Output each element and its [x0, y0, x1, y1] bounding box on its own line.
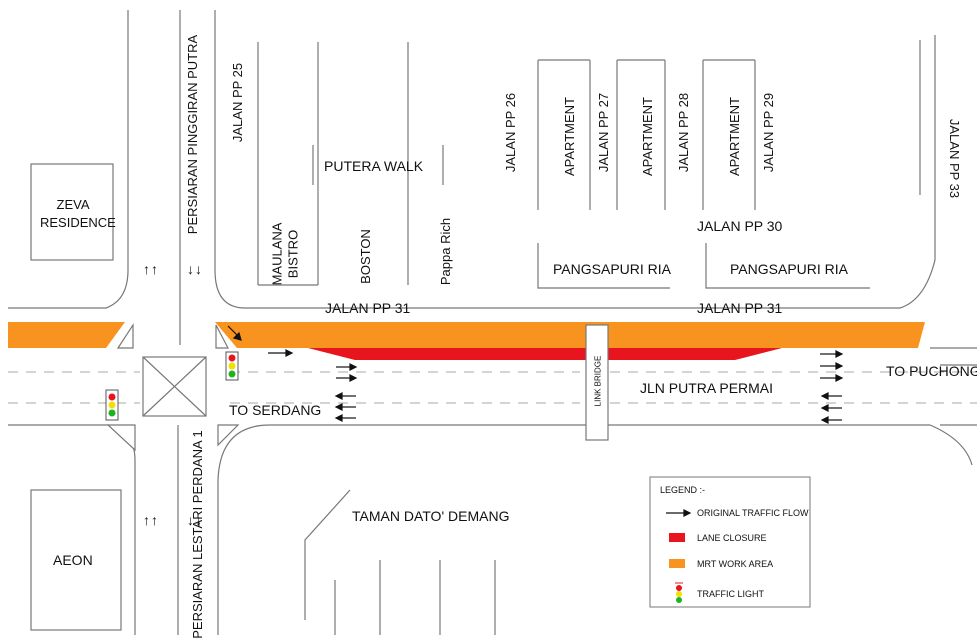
legend	[649, 476, 811, 608]
lot-lines	[30, 40, 921, 635]
legend-item-label: MRT WORK AREA	[697, 559, 774, 569]
label-jalan-pp-25: JALAN PP 25	[230, 62, 246, 143]
arrow-east-3	[336, 374, 358, 382]
arrows-down-north: ↓↓	[187, 261, 203, 277]
traffic-light-1	[225, 351, 239, 381]
arrow-east-5	[820, 362, 844, 370]
lane-closure	[308, 348, 782, 360]
label-boston: BOSTON	[357, 229, 373, 284]
label-jalan-pp-26: JALAN PP 26	[503, 92, 519, 173]
legend-lane-closure-swatch	[669, 533, 685, 542]
arrow-east-2	[336, 363, 358, 371]
label-aeon: AEON	[53, 552, 93, 568]
arrows-up-north: ↑↑	[143, 261, 159, 277]
label-pappa-rich: Pappa Rich	[438, 217, 454, 286]
label-jalan-pp-31-right: JALAN PP 31	[697, 300, 783, 316]
label-zeva-residence: ZEVA RESIDENCE	[40, 197, 116, 230]
arrow-west-5	[820, 404, 842, 412]
arrows-up-south: ↑↑	[143, 512, 159, 528]
label-pangsapuri-ria-1: PANGSAPURI RIA	[553, 261, 671, 277]
arrow-west-1	[334, 392, 356, 400]
label-link-bridge: LINK BRIDGE	[593, 355, 603, 407]
mrt-work-area	[8, 322, 925, 348]
legend-item-label: TRAFFIC LIGHT	[697, 589, 764, 599]
label-to-serdang: TO SERDANG	[229, 402, 322, 418]
label-putera-walk: PUTERA WALK	[324, 158, 424, 174]
label-persiaran-pinggiran-putra: PERSIARAN PINGGIRAN PUTRA	[185, 34, 201, 235]
legend-traffic-light-symbol	[675, 582, 683, 603]
legend-item-label: LANE CLOSURE	[697, 533, 767, 543]
label-persiaran-lestari-perdana-1: PERSIARAN LESTARI PERDANA 1	[189, 430, 205, 639]
arrow-west-3	[334, 414, 356, 422]
label-jalan-pp-30: JALAN PP 30	[697, 218, 783, 234]
label-jalan-pp-27: JALAN PP 27	[596, 92, 612, 173]
label-jalan-pp-28: JALAN PP 28	[676, 92, 692, 173]
legend-item-label: ORIGINAL TRAFFIC FLOW	[697, 508, 809, 518]
arrow-slip-turn	[227, 325, 242, 341]
legend-title: LEGEND :-	[660, 485, 706, 495]
label-taman-dato-demang: TAMAN DATO' DEMANG	[352, 508, 510, 524]
slip-lane-islands	[106, 322, 240, 452]
lane-markings	[8, 371, 977, 404]
traffic-light-2	[105, 389, 119, 421]
arrow-west-6	[820, 416, 842, 424]
legend-mrt-swatch	[669, 559, 685, 568]
label-maulana-bistro: MAULANA BISTRO	[268, 222, 300, 286]
arrow-east-6	[820, 374, 844, 382]
traffic-flow-arrows	[227, 325, 844, 424]
legend-arrow-symbol	[666, 509, 692, 517]
label-to-puchong: TO PUCHONG	[886, 363, 977, 379]
arrow-east-1	[268, 349, 294, 357]
arrow-east-4	[820, 350, 844, 358]
label-jalan-pp-29: JALAN PP 29	[761, 92, 777, 173]
label-jalan-pp-33: JALAN PP 33	[947, 118, 963, 199]
arrows-down-south: ↓↓	[187, 512, 203, 528]
arrow-west-2	[334, 403, 356, 411]
arrow-west-4	[820, 392, 842, 400]
label-jln-putra-permai: JLN PUTRA PERMAI	[640, 380, 774, 396]
label-jalan-pp-31-left: JALAN PP 31	[325, 300, 411, 316]
label-pangsapuri-ria-2: PANGSAPURI RIA	[730, 261, 848, 277]
